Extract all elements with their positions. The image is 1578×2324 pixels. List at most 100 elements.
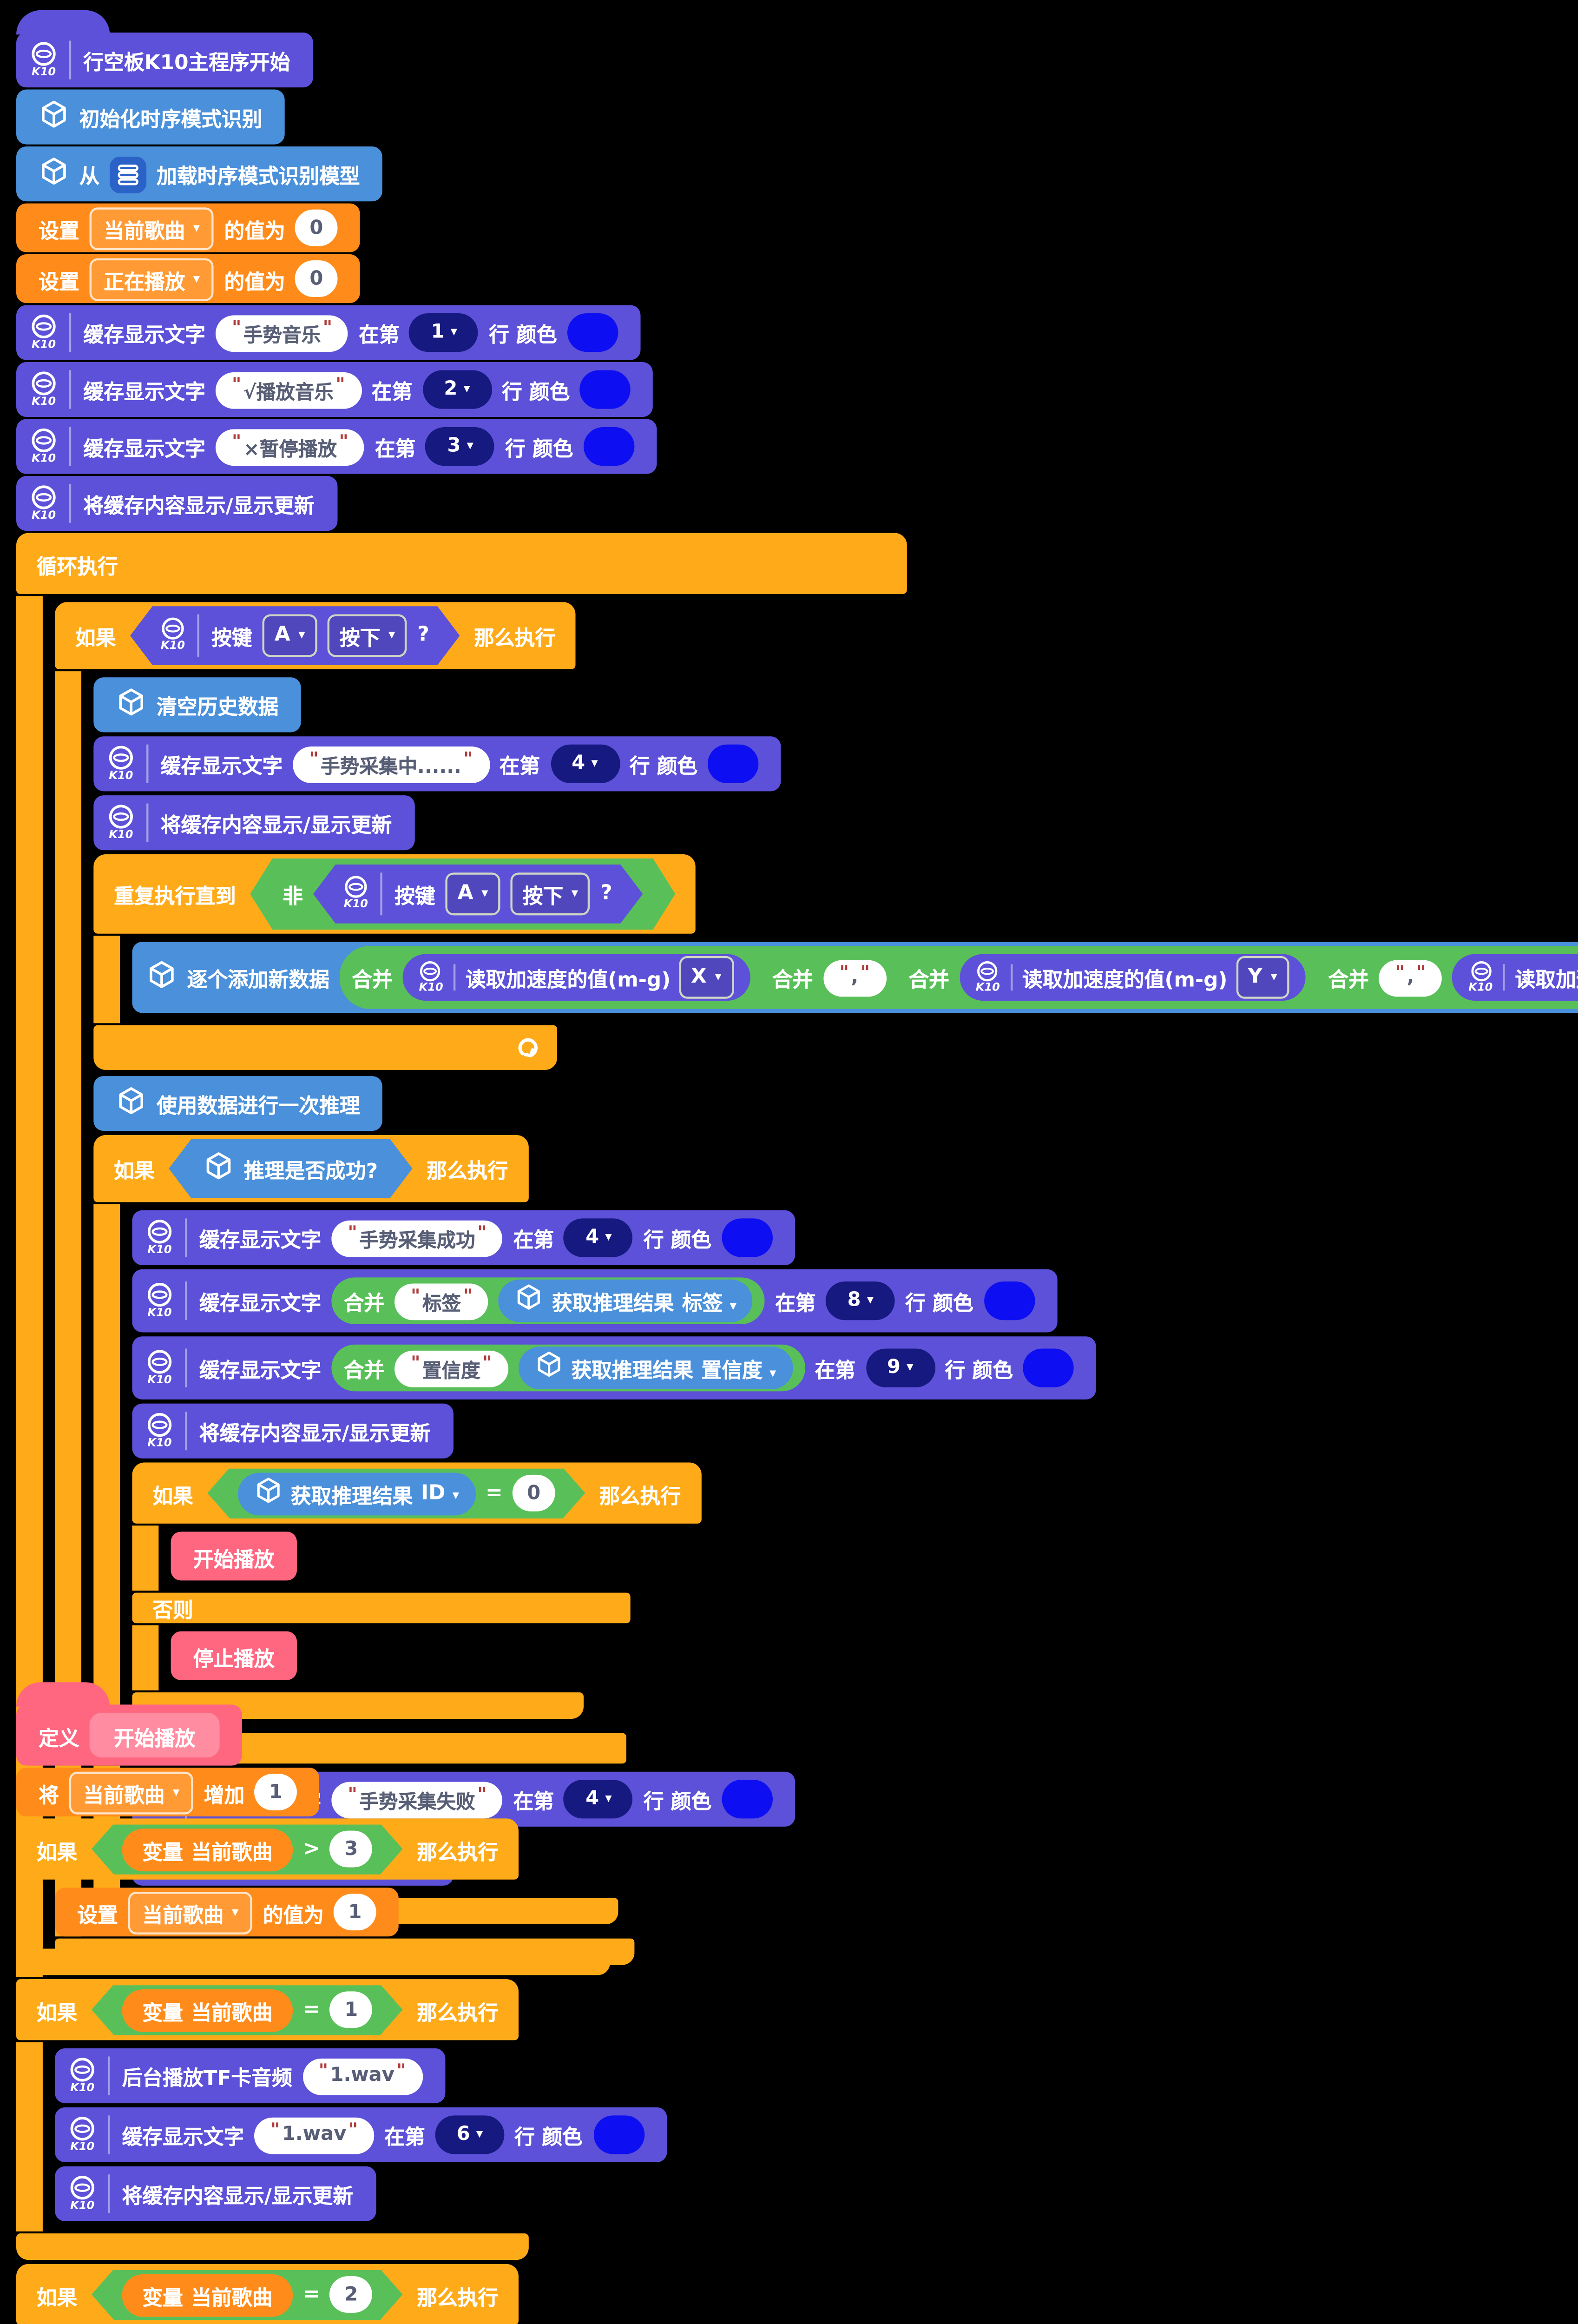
join-operator[interactable]: 合并 "置信度" 获取推理结果 置信度 ▾ [331, 1344, 805, 1392]
flush-display-block[interactable]: K10 将缓存内容显示/显示更新 [132, 1403, 453, 1459]
define-start-play-hat[interactable]: 定义 开始播放 [16, 1682, 242, 1766]
axis-dropdown[interactable]: X▾ [678, 956, 734, 999]
set-variable-block[interactable]: 设置 当前歌曲▾ 的值为 0 [16, 203, 360, 252]
read-accel-x-block[interactable]: K10 读取加速度的值(m-g) X▾ [402, 954, 750, 1001]
run-inference-block[interactable]: 使用数据进行一次推理 [93, 1076, 382, 1131]
line-dropdown[interactable]: 6▾ [435, 2115, 505, 2154]
color-swatch[interactable] [1023, 1348, 1074, 1387]
text-input[interactable]: "置信度" [394, 1349, 508, 1386]
state-dropdown[interactable]: 按下▾ [511, 872, 591, 915]
join-operator[interactable]: 合并 "标签" 获取推理结果 标签 ▾ [331, 1277, 765, 1324]
key-pressed-condition[interactable]: K10 按键 A▾ 按下▾ ? [313, 865, 643, 924]
hat-k10-main-block[interactable]: K10 行空板K10主程序开始 [16, 10, 313, 88]
text-input[interactable]: "手势采集中......" [293, 745, 489, 782]
script-main[interactable]: K10 行空板K10主程序开始 初始化时序模式识别 从 加载时序模式识别模型 设… [16, 10, 1578, 2028]
value-input[interactable]: 1 [255, 1774, 297, 1810]
text-input[interactable]: "√播放音乐" [215, 371, 362, 408]
join-operator[interactable]: 合并 K10 读取加速度的值(m-g) Y▾ 合并 [896, 950, 1578, 1005]
color-swatch[interactable] [983, 1281, 1035, 1320]
text-input[interactable]: "手势采集成功" [331, 1219, 503, 1256]
line-dropdown[interactable]: 1▾ [409, 313, 479, 352]
cache-text-block[interactable]: K10 缓存显示文字 合并 "置信度" 获取推理结果 置信度 ▾ [132, 1336, 1097, 1400]
set-variable-block[interactable]: 设置 当前歌曲▾ 的值为 1 [55, 1888, 399, 1937]
read-accel-y-block[interactable]: K10 读取加速度的值(m-g) Y▾ [959, 954, 1306, 1001]
cache-text-block[interactable]: K10 缓存显示文字 "1.wav" 在第 6▾ 行 颜色 [55, 2107, 666, 2163]
variable-dropdown[interactable]: 当前歌曲▾ [128, 1890, 253, 1934]
cache-text-block[interactable]: K10 缓存显示文字 "√播放音乐" 在第 2▾ 行 颜色 [16, 362, 653, 417]
line-dropdown[interactable]: 3▾ [426, 427, 495, 466]
color-swatch[interactable] [708, 744, 759, 783]
variable-dropdown[interactable]: 当前歌曲▾ [89, 206, 214, 250]
line-dropdown[interactable]: 4▾ [564, 1780, 633, 1819]
greater-condition[interactable]: 变量当前歌曲 > 3 [92, 1823, 403, 1874]
color-swatch[interactable] [567, 313, 618, 352]
equals-condition[interactable]: 获取推理结果 ID ▾ = 0 [207, 1468, 585, 1519]
repeat-until-block[interactable]: 重复执行直到 非 K10 按键 A▾ 按下▾ ? [93, 854, 1578, 1072]
filename-input[interactable]: "1.wav" [302, 2057, 422, 2094]
equals-condition[interactable]: 变量当前歌曲 = 1 [92, 1984, 403, 2035]
cache-text-block[interactable]: K10 缓存显示文字 "手势采集成功" 在第 4▾ 行 颜色 [132, 1210, 795, 1266]
variable-reporter[interactable]: 变量当前歌曲 [122, 1828, 293, 1870]
value-input[interactable]: 2 [330, 2276, 372, 2313]
value-input[interactable]: 3 [330, 1831, 372, 1868]
value-input[interactable]: 1 [334, 1894, 376, 1931]
join-operator[interactable]: 合并 "," 合并 K10 读取加速度的值(m-g) Y▾ [760, 948, 1578, 1007]
read-accel-z-block[interactable]: K10 读取加速度的值(m-g) Z▾ [1452, 954, 1578, 1001]
value-input[interactable]: 0 [295, 260, 337, 297]
result-field-dropdown[interactable]: 标签 ▾ [682, 1294, 736, 1316]
call-stop-play-block[interactable]: 停止播放 [171, 1631, 297, 1680]
text-input[interactable]: "," [823, 959, 887, 996]
join-operator[interactable]: 合并 K10 读取加速度的值(m-g) X▾ 合并 "," [339, 945, 1578, 1009]
result-field-dropdown[interactable]: 置信度 ▾ [701, 1360, 776, 1383]
text-input[interactable]: "手势采集失败" [331, 1781, 503, 1818]
state-dropdown[interactable]: 按下▾ [328, 614, 408, 657]
clear-history-block[interactable]: 清空历史数据 [93, 677, 301, 733]
equals-condition[interactable]: 变量当前歌曲 = 2 [92, 2269, 403, 2320]
line-dropdown[interactable]: 2▾ [422, 370, 492, 409]
flush-display-block[interactable]: K10 将缓存内容显示/显示更新 [16, 476, 337, 531]
if-song-eq1-block[interactable]: 如果 变量当前歌曲 = 1 那么执行 K10 后台播放TF卡音频 "1.wav"… [16, 1979, 666, 2262]
key-dropdown[interactable]: A▾ [445, 872, 500, 915]
key-dropdown[interactable]: A▾ [263, 614, 317, 657]
flush-display-block[interactable]: K10 将缓存内容显示/显示更新 [93, 795, 414, 851]
load-model-block[interactable]: 从 加载时序模式识别模型 [16, 146, 382, 202]
cache-text-block[interactable]: K10 缓存显示文字 "手势采集中......" 在第 4▾ 行 颜色 [93, 736, 781, 792]
forever-loop-block[interactable]: 循环执行 如果 K10 按键 A▾ 按下▾ ? 那么执行 [16, 533, 1578, 2026]
get-result-id-block[interactable]: 获取推理结果 ID ▾ [238, 1472, 475, 1514]
text-input[interactable]: "×暂停播放" [215, 428, 365, 465]
join-operator[interactable]: 合并 "," K10 读取加速度的值(m-g) Z▾ [1315, 952, 1578, 1003]
color-swatch[interactable] [592, 2115, 644, 2154]
flush-display-block[interactable]: K10 将缓存内容显示/显示更新 [55, 2166, 376, 2221]
inference-success-condition[interactable]: 推理是否成功? [169, 1139, 412, 1198]
cache-text-block[interactable]: K10 缓存显示文字 合并 "标签" 获取推理结果 标签 ▾ [132, 1269, 1057, 1333]
init-timeseries-block[interactable]: 初始化时序模式识别 [16, 89, 285, 145]
value-input[interactable]: 1 [330, 1991, 372, 2028]
line-dropdown[interactable]: 9▾ [865, 1348, 935, 1387]
value-input[interactable]: 0 [513, 1475, 555, 1512]
variable-dropdown[interactable]: 正在播放▾ [89, 257, 214, 300]
key-pressed-condition[interactable]: K10 按键 A▾ 按下▾ ? [130, 606, 460, 665]
if-song-gt3-block[interactable]: 如果 变量当前歌曲 > 3 那么执行 设置 当前歌曲▾ 的值为 1 [16, 1818, 610, 1977]
script-start-play[interactable]: 定义 开始播放 将 当前歌曲▾ 增加 1 如果 变量当前歌曲 > 3 那么执行 … [16, 1682, 679, 2324]
text-input[interactable]: "1.wav" [254, 2116, 375, 2153]
cache-text-block[interactable]: K10 缓存显示文字 "×暂停播放" 在第 3▾ 行 颜色 [16, 419, 657, 474]
line-dropdown[interactable]: 4▾ [564, 1218, 633, 1257]
get-result-label-block[interactable]: 获取推理结果 标签 ▾ [499, 1279, 753, 1322]
line-dropdown[interactable]: 8▾ [826, 1281, 895, 1320]
result-field-dropdown[interactable]: ID ▾ [421, 1482, 460, 1505]
text-input[interactable]: "标签" [394, 1282, 489, 1320]
call-start-play-block[interactable]: 开始播放 [171, 1532, 297, 1581]
if-result-id-block[interactable]: 如果 获取推理结果 ID ▾ = 0 [132, 1462, 701, 1721]
get-result-confidence-block[interactable]: 获取推理结果 置信度 ▾ [518, 1347, 793, 1390]
axis-dropdown[interactable]: Y▾ [1236, 956, 1290, 999]
text-input[interactable]: "手势音乐" [215, 314, 349, 351]
text-input[interactable]: "," [1379, 959, 1442, 996]
if-key-pressed-block[interactable]: 如果 K10 按键 A▾ 按下▾ ? 那么执行 清空历史数据 [55, 602, 1578, 1967]
cache-text-block[interactable]: K10 缓存显示文字 "手势音乐" 在第 1▾ 行 颜色 [16, 305, 641, 360]
not-operator[interactable]: 非 K10 按键 A▾ 按下▾ ? [250, 858, 675, 930]
color-swatch[interactable] [722, 1218, 773, 1257]
change-variable-block[interactable]: 将 当前歌曲▾ 增加 1 [16, 1768, 319, 1817]
value-input[interactable]: 0 [295, 209, 337, 246]
model-file-icon[interactable] [110, 155, 147, 192]
